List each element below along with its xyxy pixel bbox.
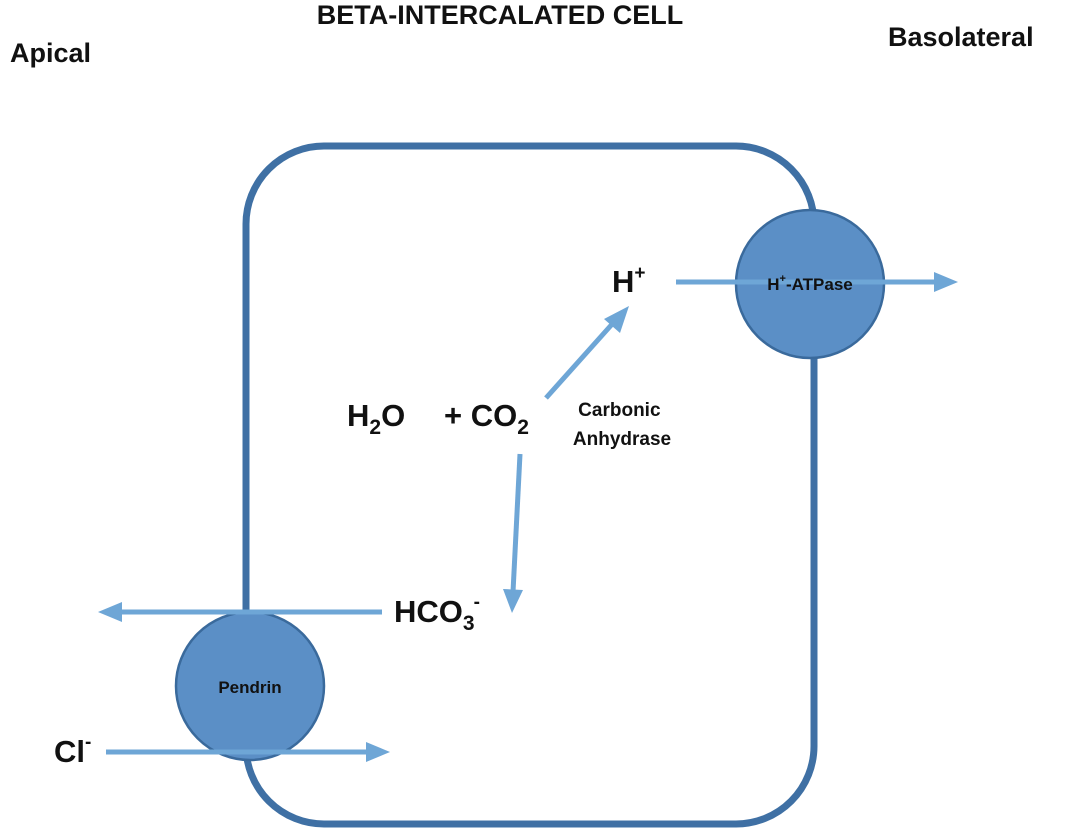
chloride-label: Cl- — [54, 732, 91, 769]
basolateral-label: Basolateral — [888, 22, 1034, 52]
bicarbonate-production-arrowhead — [503, 589, 523, 613]
proton-label: H+ — [612, 263, 646, 299]
cell-membrane — [242, 142, 818, 828]
h-efflux-arrowhead — [934, 272, 958, 292]
proton-production-arrowhead — [604, 306, 629, 333]
proton-production-arrow-line — [544, 320, 616, 400]
apical-label: Apical — [10, 38, 91, 68]
bicarbonate-production-arrow-line — [510, 453, 523, 593]
water-label: H2O — [347, 398, 405, 439]
carbonic-anhydrase-label: Carbonic Anhydrase — [573, 400, 671, 450]
chloride-influx-arrowhead — [366, 742, 390, 762]
bicarbonate-label: HCO3- — [394, 592, 480, 635]
bicarbonate-efflux-arrowhead — [98, 602, 122, 622]
carbon-dioxide-label: + CO2 — [444, 398, 529, 439]
pendrin-label: Pendrin — [218, 678, 281, 697]
h-atpase-label: H+-ATPase — [767, 273, 852, 294]
diagram-title: BETA-INTERCALATED CELL — [317, 0, 683, 30]
